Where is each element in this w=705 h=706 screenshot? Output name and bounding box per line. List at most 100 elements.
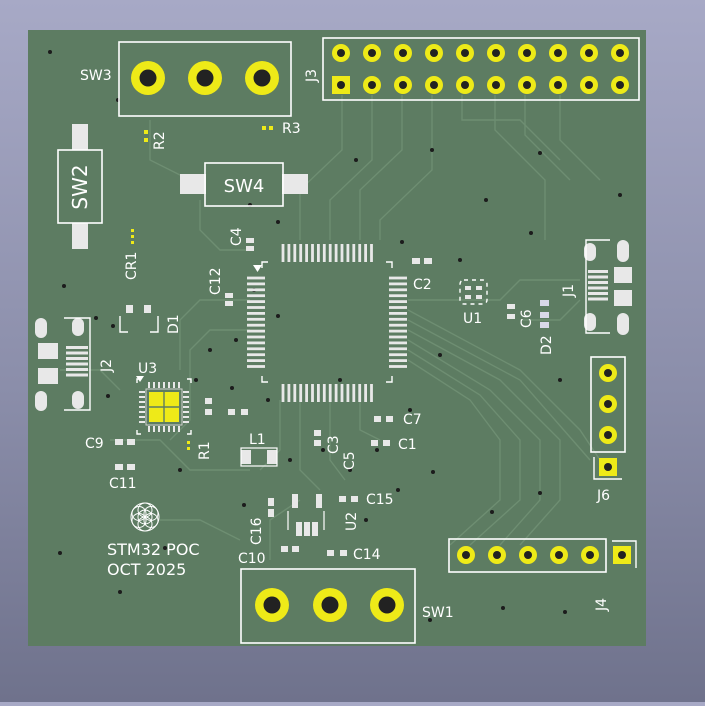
j3-pin-hole (492, 81, 500, 89)
j2-pad (66, 351, 88, 355)
j4-label: J4 (594, 598, 610, 612)
copper-traces (60, 95, 601, 560)
c14-label: C14 (353, 547, 381, 563)
c3-label: C3 (326, 435, 342, 454)
mcu-pad (389, 282, 407, 286)
d2-label: D2 (539, 335, 555, 355)
mcu-pad (389, 312, 407, 315)
mcu-pad (340, 384, 344, 402)
j1-pad (588, 275, 608, 279)
j3-pin-hole (616, 81, 624, 89)
c10-label: C10 (238, 551, 266, 567)
mcu-pad (389, 365, 407, 368)
sw4-label: SW4 (224, 176, 265, 197)
u3-pad (173, 426, 175, 432)
mcu-pad (247, 359, 265, 362)
c9-capacitor (115, 439, 135, 445)
u1-label: U1 (463, 311, 482, 327)
j3-pin-hole (430, 81, 438, 89)
u3-pad (183, 391, 189, 393)
j2-pad (66, 368, 88, 371)
mcu-pad (247, 300, 265, 303)
mcu-pad (389, 335, 407, 339)
mcu-pad (287, 384, 291, 402)
mcu-pad (389, 329, 407, 333)
mcu-pad (311, 244, 314, 262)
j3-pin-hole (492, 49, 500, 57)
d1-diode (119, 305, 159, 333)
mcu-pad (305, 384, 308, 402)
cr1-label: CR1 (124, 252, 140, 280)
j3-header (322, 37, 640, 101)
mcu-pad (247, 294, 265, 298)
mcu-pad (247, 288, 265, 292)
j3-pin-hole (337, 49, 345, 57)
c4-capacitor (246, 238, 254, 251)
mcu-pad (322, 244, 326, 262)
c14-capacitor (327, 550, 347, 556)
mcu-pad (247, 353, 265, 357)
mcu-pad (247, 282, 265, 286)
j1-pad (588, 281, 608, 284)
mcu-pad (247, 276, 265, 280)
u3-pad (183, 396, 189, 398)
c11-label: C11 (109, 476, 137, 492)
l1-label: L1 (249, 432, 266, 448)
j2-connector (35, 317, 91, 411)
u3-pad (183, 401, 189, 403)
r3-label: R3 (282, 121, 301, 137)
u3-pad (139, 391, 145, 393)
sw3-switch (118, 41, 292, 117)
c5-label: C5 (342, 451, 358, 470)
c2-capacitor (412, 258, 432, 264)
mcu-pad (389, 294, 407, 298)
u3-pad (139, 406, 145, 408)
u3-pad (158, 382, 160, 388)
c16-capacitor (268, 498, 274, 517)
u3-pad (148, 382, 150, 388)
j1-pad (588, 297, 608, 301)
u3-pad (139, 416, 145, 418)
r2-label: R2 (152, 131, 168, 150)
mcu-pad (247, 329, 265, 333)
mcu-pad (334, 384, 338, 402)
d2-led (540, 300, 549, 328)
u3-pad (173, 382, 175, 388)
d1-label: D1 (166, 314, 182, 334)
j3-pin-hole (554, 49, 562, 57)
c11-capacitor (115, 464, 135, 470)
u2-regulator (287, 494, 325, 536)
mcu-pad (389, 300, 407, 303)
board-title-line2: OCT 2025 (107, 560, 186, 579)
mcu-pad (358, 384, 362, 402)
j2-label: J2 (99, 359, 115, 373)
j1-connector (584, 239, 632, 335)
j1-label: J1 (561, 284, 577, 298)
mcu-pad (328, 244, 332, 262)
mcu-pad (389, 347, 407, 351)
mcu-pad (247, 306, 265, 309)
r3-resistor (262, 126, 273, 130)
u3-pad (139, 411, 145, 413)
c16-label: C16 (249, 517, 265, 545)
c9-label: C9 (85, 436, 104, 452)
vias (48, 50, 622, 622)
l1-inductor (240, 447, 278, 467)
c2-label: C2 (413, 277, 432, 293)
mcu-pad (247, 317, 265, 321)
u3-pad (183, 406, 189, 408)
u3-pad (163, 426, 165, 432)
sw2-switch (57, 124, 103, 249)
mcu-pin1-marker (253, 265, 262, 272)
sw2-label: SW2 (68, 164, 92, 209)
u3-pad (153, 426, 155, 432)
mcu-pad (346, 244, 350, 262)
mcu-pad (299, 244, 303, 262)
mcu-pad (247, 341, 265, 345)
r1-resistor (187, 398, 248, 450)
j3-pin-hole (585, 49, 593, 57)
u3-pad (168, 382, 170, 388)
mcu-chip (247, 244, 407, 402)
